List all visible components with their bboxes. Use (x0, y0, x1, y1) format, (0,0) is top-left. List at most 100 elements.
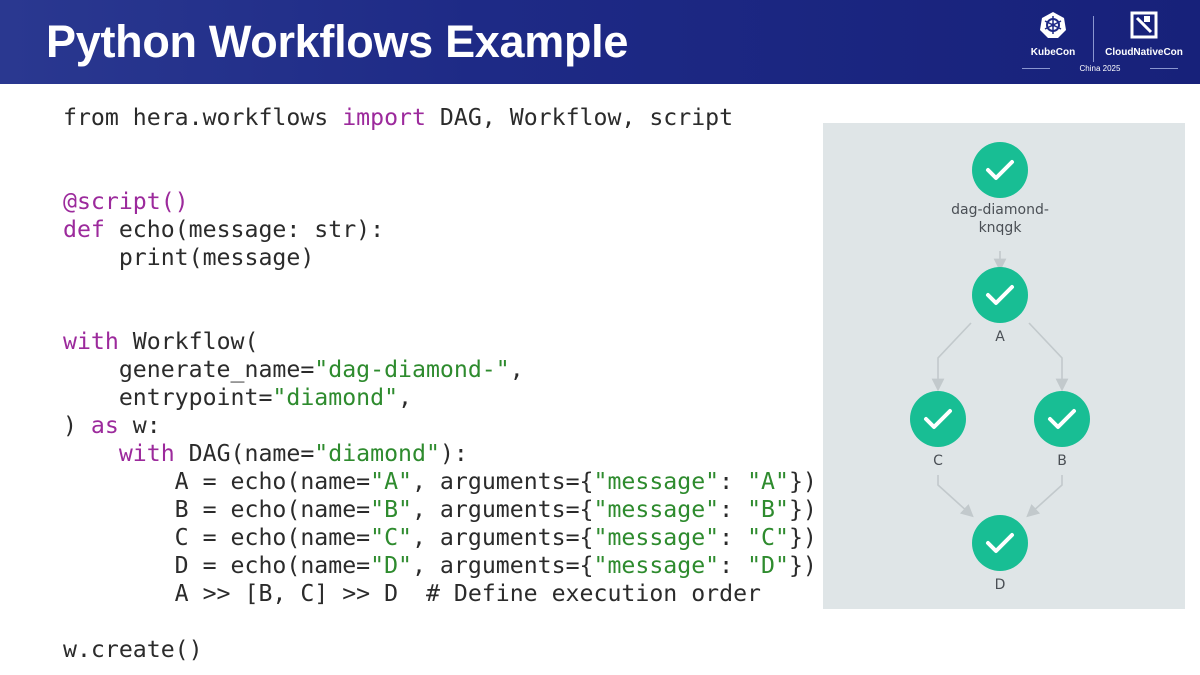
code-line (63, 160, 817, 188)
code-token: A = echo(name= (63, 468, 371, 495)
code-token: def (63, 216, 105, 243)
code-token: "B" (747, 496, 789, 523)
logo-divider (1093, 16, 1094, 62)
code-token: : (719, 468, 748, 495)
code-token: entrypoint= (63, 384, 273, 411)
code-token: "diamond" (272, 384, 399, 411)
check-icon (1048, 409, 1076, 429)
check-icon (924, 409, 952, 429)
dag-node-a[interactable] (972, 267, 1028, 323)
code-token: w.create() (63, 636, 203, 663)
code-token: "D" (747, 552, 789, 579)
code-token: w: (118, 412, 161, 439)
code-token: C = echo(name= (63, 524, 371, 551)
code-token: , arguments={ (412, 468, 594, 495)
dag-node-b[interactable] (1034, 391, 1090, 447)
node-label-b: B (1057, 453, 1067, 469)
code-token: : (719, 524, 748, 551)
code-token: "message" (593, 524, 720, 551)
code-token: "C" (747, 524, 789, 551)
code-line: C = echo(name="C", arguments={"message":… (63, 524, 817, 552)
event-logo: KubeCon CloudNativeCon China 2025 (1010, 10, 1190, 80)
edge-a-c (931, 322, 972, 392)
kubecon-icon (1040, 12, 1066, 38)
check-icon (986, 533, 1014, 553)
code-token: : (719, 552, 748, 579)
dag-node-c[interactable] (910, 391, 966, 447)
code-token: ) (63, 412, 91, 439)
code-token: with (118, 440, 175, 467)
code-token: , arguments={ (412, 552, 594, 579)
cloudnativecon-wordmark: CloudNativeCon (1105, 47, 1183, 58)
check-icon (986, 160, 1014, 180)
code-token: }) (788, 468, 817, 495)
code-token: "A" (370, 468, 413, 495)
code-token: }) (788, 496, 817, 523)
code-token: , arguments={ (412, 496, 594, 523)
cloudnativecon-icon (1130, 11, 1158, 39)
code-line: B = echo(name="B", arguments={"message":… (63, 496, 817, 524)
code-token: DAG, Workflow, script (425, 104, 734, 131)
node-label-root-line1: dag-diamond- (951, 202, 1049, 218)
dag-graph-panel: dag-diamond- knqgk A C B D (823, 123, 1185, 609)
node-label-a: A (995, 329, 1005, 345)
code-line: D = echo(name="D", arguments={"message":… (63, 552, 817, 580)
code-line (63, 132, 817, 160)
dag-node-root[interactable] (972, 142, 1028, 198)
node-label-root-line2: knqgk (978, 220, 1022, 236)
code-token: "dag-diamond-" (314, 356, 510, 383)
dag-edges (931, 251, 1069, 518)
code-block: from hera.workflows import DAG, Workflow… (63, 104, 817, 664)
code-line: w.create() (63, 636, 817, 664)
code-token: generate_name= (63, 356, 315, 383)
code-line: from hera.workflows import DAG, Workflow… (63, 104, 817, 132)
code-token: , (509, 356, 524, 383)
dag-graph (910, 142, 1090, 571)
code-token: B = echo(name= (63, 496, 371, 523)
code-token: "D" (370, 552, 413, 579)
code-token: ): (439, 440, 468, 467)
code-line: generate_name="dag-diamond-", (63, 356, 817, 384)
code-token: "message" (593, 468, 720, 495)
logo-rule-right (1150, 68, 1178, 69)
code-token: }) (788, 552, 817, 579)
code-line: ) as w: (63, 412, 817, 440)
code-token: "C" (370, 524, 413, 551)
code-token: import (342, 104, 426, 131)
code-token: "B" (370, 496, 413, 523)
dag-node-d[interactable] (972, 515, 1028, 571)
code-token: "message" (593, 496, 720, 523)
code-token: Workflow( (118, 328, 259, 355)
code-token (63, 440, 119, 467)
code-token: as (90, 412, 119, 439)
node-label-root: dag-diamond- knqgk (920, 201, 1080, 237)
code-token: with (63, 328, 119, 355)
code-line: A >> [B, C] >> D # Define execution orde… (63, 580, 817, 608)
code-line: entrypoint="diamond", (63, 384, 817, 412)
code-token: @script() (63, 188, 189, 215)
code-line (63, 300, 817, 328)
code-token: A >> [B, C] >> D # Define execution orde… (63, 580, 762, 607)
cloudnativecon-logo: CloudNativeCon (1098, 10, 1190, 58)
slide-header: Python Workflows Example KubeCon CloudNa… (0, 0, 1200, 84)
code-token: D = echo(name= (63, 552, 371, 579)
code-token: , arguments={ (412, 524, 594, 551)
code-token: }) (788, 524, 817, 551)
code-line: print(message) (63, 244, 817, 272)
code-token: print(message) (63, 244, 315, 271)
page-title: Python Workflows Example (46, 16, 629, 67)
code-token: "A" (747, 468, 789, 495)
code-token: echo(message: str): (104, 216, 385, 243)
code-token: : (719, 496, 748, 523)
code-line: @script() (63, 188, 817, 216)
code-token: from hera.workflows (63, 104, 343, 131)
edge-a-b (1028, 322, 1069, 392)
kubecon-wordmark: KubeCon (1030, 47, 1076, 58)
code-token: "message" (593, 552, 720, 579)
kubecon-logo: KubeCon (1018, 10, 1088, 58)
edge-c-d (937, 475, 974, 518)
code-token: DAG(name= (174, 440, 315, 467)
node-label-c: C (933, 453, 943, 469)
code-line: with DAG(name="diamond"): (63, 440, 817, 468)
node-label-d: D (994, 577, 1006, 593)
